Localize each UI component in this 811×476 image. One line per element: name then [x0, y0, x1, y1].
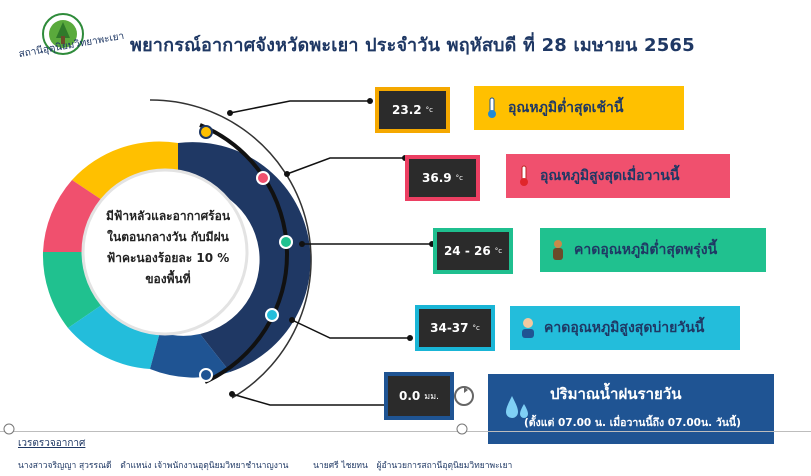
dot-pink: [256, 171, 270, 185]
donut-segment-yellow: [72, 141, 178, 204]
max-temp-yesterday-label: อุณหภูมิสูงสุดเมื่อวานนี้: [540, 168, 680, 184]
max-temp-today-value-box: 34-37°c: [415, 305, 495, 351]
thermometer-hot-icon: [520, 165, 528, 186]
min-temp-tomorrow-label-box: คาดอุณหภูมิต่ำสุดพรุ่งนี้: [540, 228, 766, 272]
dot-yellow: [199, 125, 213, 139]
donut-segment-green: [42, 252, 106, 328]
dot-blue: [199, 368, 213, 382]
outer-black-arc: [199, 123, 289, 384]
person2-name: นายศรี ไชยทน: [313, 461, 368, 471]
weather-summary: มีฟ้าหลัวและอากาศร้อนในตอนกลางวัน กับมีฝ…: [105, 209, 231, 286]
max-temp-today-value: 34-37: [430, 321, 469, 335]
selection-handle-left: [3, 423, 15, 435]
min-temp-label-box: อุณหภูมิต่ำสุดเช้านี้: [474, 86, 684, 130]
person2-position: ผู้อำนวยการสถานีอุตุนิยมวิทยาพะเยา: [376, 461, 513, 471]
dot-green: [279, 235, 293, 249]
max-temp-today-label: คาดอุณหภูมิสูงสุดบ่ายวันนี้: [544, 320, 705, 336]
person-cold-icon: [553, 240, 563, 260]
rainfall-value: 0.0: [399, 389, 421, 403]
rainfall-label: ปริมาณน้ำฝนรายวัน: [550, 385, 682, 403]
duty-names: นางสาวจริญญา สุวรรณดี ตำแหน่ง เจ้าพนักงา…: [18, 458, 518, 472]
rainfall-sublabel: (ตั้งแต่ 07.00 น. เมื่อวานนี้ถึง 07.00น.…: [524, 417, 741, 429]
min-temp-tomorrow-value-box: 24 - 26°c: [433, 228, 513, 274]
thermometer-cold-icon: [488, 97, 496, 118]
page-title: พยากรณ์อากาศจังหวัดพะเยา ประจำวัน พฤหัสบ…: [130, 35, 695, 56]
person1-name: นางสาวจริญญา สุวรรณดี: [18, 461, 112, 471]
rotate-handle-icon: [454, 386, 474, 406]
max-temp-yesterday-value: 36.9: [422, 171, 452, 185]
min-temp-unit: °c: [425, 106, 433, 114]
selection-handle-mid: [456, 423, 468, 435]
donut-segment-pink: [43, 180, 108, 252]
outer-thin-arc: [149, 99, 312, 399]
donut-segment-cyan: [68, 302, 160, 369]
connector-2: [286, 157, 405, 175]
person1-position: ตำแหน่ง เจ้าพนักงานอุตุนิยมวิทยาชำนาญงาน: [120, 461, 289, 471]
footer-divider: [0, 431, 811, 432]
max-temp-today-unit: °c: [472, 324, 480, 332]
rainfall-label-box: ปริมาณน้ำฝนรายวัน (ตั้งแต่ 07.00 น. เมื่…: [488, 374, 774, 444]
dot-cyan: [265, 308, 279, 322]
connector-1: [229, 100, 370, 114]
rainfall-unit: มม.: [424, 392, 439, 402]
donut-segment-blue: [150, 332, 230, 378]
min-temp-value: 23.2: [392, 103, 422, 117]
max-temp-today-label-box: คาดอุณหภูมิสูงสุดบ่ายวันนี้: [510, 306, 740, 350]
connector-4: [291, 319, 410, 339]
person-hot-icon: [522, 318, 534, 338]
max-temp-yesterday-value-box: 36.9°c: [405, 155, 480, 201]
forecast-ring-graphic: [42, 98, 435, 406]
duty-heading: เวรตรวจอากาศ: [18, 438, 86, 449]
max-temp-yesterday-label-box: อุณหภูมิสูงสุดเมื่อวานนี้: [506, 154, 730, 198]
min-temp-tomorrow-unit: °c: [494, 247, 503, 255]
station-logo: [42, 13, 84, 55]
rain-drops-icon: [506, 396, 528, 418]
max-temp-yesterday-unit: °c: [455, 174, 463, 182]
min-temp-tomorrow-value: 24 - 26: [443, 244, 491, 258]
min-temp-tomorrow-label: คาดอุณหภูมิต่ำสุดพรุ่งนี้: [574, 242, 718, 258]
min-temp-value-box: 23.2°c: [375, 87, 450, 133]
min-temp-label: อุณหภูมิต่ำสุดเช้านี้: [508, 100, 624, 116]
connector-5: [231, 393, 385, 406]
